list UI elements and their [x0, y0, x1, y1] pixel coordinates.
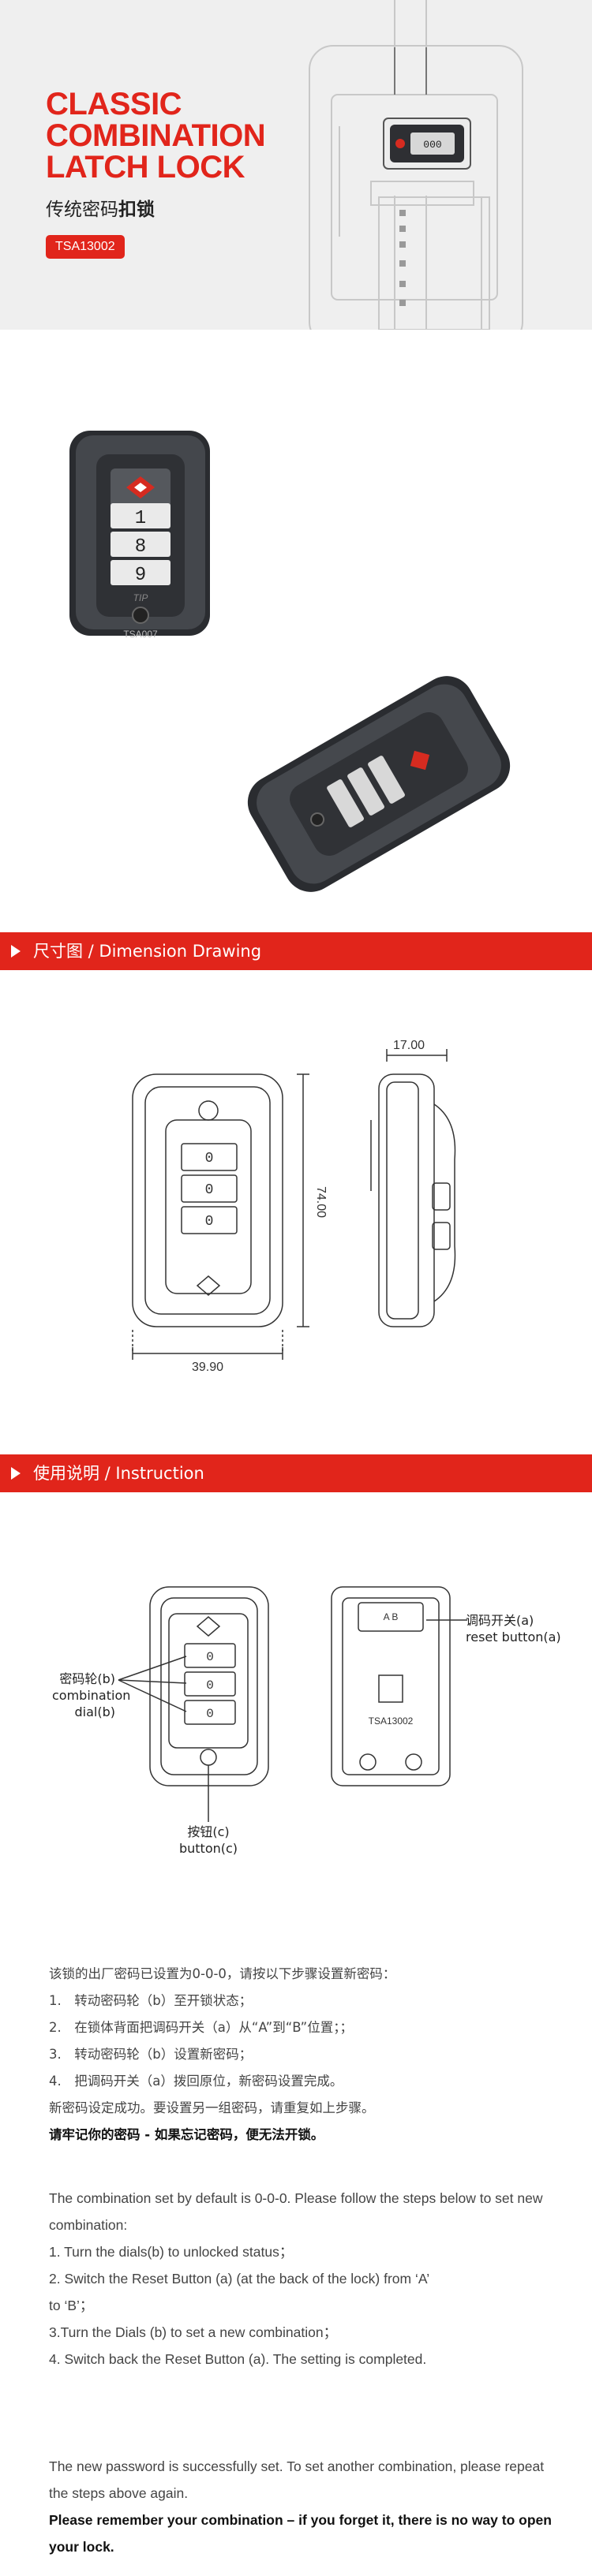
button-callout: 按钮(c) button(c) [164, 1824, 253, 1857]
dial-callout: 密码轮(b) combination dial(b) [52, 1671, 131, 1720]
title-line-1: CLASSIC [46, 87, 182, 121]
button-label-en: button(c) [178, 1841, 238, 1856]
button-label-cn: 按钮(c) [187, 1824, 230, 1839]
dim-dial-digit: 0 [205, 1214, 214, 1230]
title-line-3: LATCH LOCK [46, 150, 245, 185]
cn-step-4: 4. 把调码开关（a）拨回原位，新密码设置完成。 [49, 2074, 343, 2089]
dial-label-en2: dial(b) [74, 1704, 116, 1719]
hero-banner: 000 CLASSIC COMBINATION LATCH LOCK 传统密码扣… [0, 0, 592, 330]
dimension-drawing: 0 0 0 17.00 74.00 39.90 [132, 1039, 456, 1374]
suitcase-line-drawing: 000 [309, 0, 523, 330]
instructions-cn: 该锁的出厂密码已设置为0-0-0，请按以下步骤设置新密码： 1. 转动密码轮（b… [49, 1961, 554, 2149]
en-intro: The combination set by default is 0-0-0.… [49, 2190, 543, 2233]
cn-step-2: 2. 在锁体背面把调码开关（a）从“A”到“B”位置；； [49, 2020, 353, 2035]
model-badge: TSA13002 [46, 235, 125, 259]
en-step-2b: to ‘B’； [49, 2298, 94, 2313]
cn-step-1: 1. 转动密码轮（b）至开锁状态； [49, 1993, 253, 2008]
lock-angled-view [247, 676, 511, 892]
instruction-section-title: 使用说明 / Instruction [33, 1464, 204, 1483]
depth-label: 17.00 [393, 1039, 425, 1052]
dim-dial-digit: 0 [205, 1151, 214, 1167]
dial-digit: 8 [135, 536, 146, 558]
instruction-drawing: 0 0 0 TSA13002 A B [118, 1586, 467, 1822]
en-step-4: 4. Switch back the Reset Button (a). The… [49, 2351, 427, 2367]
title-line-2: COMBINATION [46, 118, 266, 153]
en-success: The new password is successfully set. To… [49, 2458, 545, 2501]
svg-text:000: 000 [423, 139, 441, 151]
instr-dial-digit: 0 [206, 1650, 214, 1664]
reset-switch-letters: A B [384, 1611, 399, 1622]
lock-front-view: 1 8 9 TIP TSA007 [69, 431, 210, 640]
subtitle-normal: 传统密码 [46, 200, 118, 220]
cn-repeat: 新密码设定成功。要设置另一组密码，请重复如上步骤。 [49, 2100, 375, 2115]
cn-warning: 请牢记你的密码 - 如果忘记密码，便无法开锁。 [49, 2127, 324, 2142]
tsa-text: TSA007 [123, 629, 158, 640]
instr-dial-digit: 0 [206, 1707, 214, 1721]
dim-dial-digit: 0 [205, 1182, 214, 1198]
en-step-3: 3.Turn the Dials (b) to set a new combin… [49, 2324, 338, 2340]
dial-rows: 1 8 9 [111, 503, 170, 586]
reset-callout: 调码开关(a) reset button(a) [466, 1612, 584, 1645]
reset-label-en: reset button(a) [466, 1630, 561, 1645]
en-step-2a: 2. Switch the Reset Button (a) (at the b… [49, 2271, 430, 2287]
section-arrow-icon [11, 1467, 21, 1480]
reset-label-cn: 调码开关(a) [466, 1613, 534, 1628]
product-photos: 1 8 9 TIP TSA007 [69, 431, 511, 892]
cn-intro: 该锁的出厂密码已设置为0-0-0，请按以下步骤设置新密码： [49, 1966, 396, 1981]
en-step-1: 1. Turn the dials(b) to unlocked status； [49, 2244, 294, 2260]
instruction-section-header: 使用说明 / Instruction [0, 1454, 592, 1492]
dial-label-cn: 密码轮(b) [59, 1671, 115, 1686]
instructions-en: The combination set by default is 0-0-0.… [49, 2185, 554, 2373]
cn-step-3: 3. 转动密码轮（b）设置新密码； [49, 2047, 253, 2062]
dimension-section-header: 尺寸图 / Dimension Drawing [0, 932, 592, 970]
dimension-section-title: 尺寸图 / Dimension Drawing [33, 942, 262, 961]
subtitle-bold: 扣锁 [118, 200, 155, 220]
instr-dial-digit: 0 [206, 1678, 214, 1693]
height-label: 74.00 [314, 1186, 328, 1218]
dial-label-en1: combination [52, 1688, 131, 1703]
back-model-label: TSA13002 [369, 1715, 414, 1727]
brand-mark: TIP [133, 592, 148, 603]
dial-digit: 1 [135, 508, 146, 529]
product-subtitle-cn: 传统密码扣锁 [46, 194, 155, 221]
dial-digit: 9 [135, 565, 146, 586]
instructions-en-footer: The new password is successfully set. To… [49, 2453, 554, 2560]
product-title: CLASSIC COMBINATION LATCH LOCK [46, 87, 266, 185]
width-label: 39.90 [192, 1361, 223, 1374]
section-arrow-icon [11, 945, 21, 958]
en-warning: Please remember your combination – if yo… [49, 2512, 552, 2555]
